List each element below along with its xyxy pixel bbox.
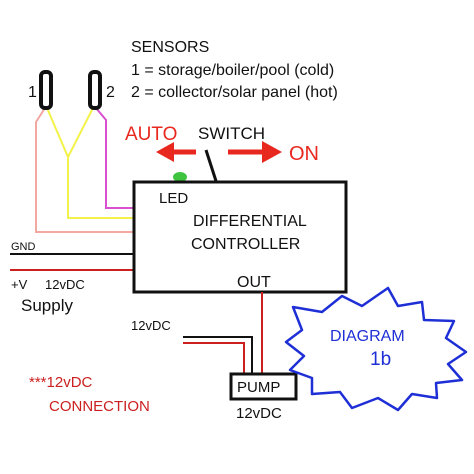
diagram-badge-burst [284,286,468,412]
note-line2: CONNECTION [49,398,150,415]
sensor1-pink-wire [35,107,134,233]
controller-title-line1: DIFFERENTIAL [193,213,307,230]
pump-wires [183,292,263,374]
led-label: LED [159,190,188,207]
on-label: ON [289,143,319,165]
pump-label: PUMP [237,379,280,396]
auto-label: AUTO [125,124,177,145]
sensor1-probe [39,70,53,110]
led-indicator [173,172,187,182]
pump-supply-black-wire [183,336,253,374]
sensor2-yellow-wire [67,107,94,158]
gnd-label: GND [11,241,36,253]
note-line1: ***12vDC [29,374,93,391]
pump-box [229,372,298,401]
pump-output-label: 12vDC [236,405,282,422]
sensors-line2: 2 = collector/solar panel (hot) [131,84,338,101]
auto-arrow-icon [156,142,196,162]
pump-input-label: 12vDC [131,318,171,333]
on-arrow-icon [228,141,282,163]
sensor2-label: 2 [106,84,115,101]
out-label: OUT [237,274,271,291]
diagram-badge-line1: DIAGRAM [330,328,405,345]
sensors-line1: 1 = storage/boiler/pool (cold) [131,62,334,79]
sensor2-magenta-wire [95,107,134,209]
sensors-title: SENSORS [131,39,209,56]
supply-v-label: +V [11,277,28,292]
sensor1-label: 1 [28,84,37,101]
switch-label: SWITCH [198,124,265,143]
differential-controller-box [132,180,348,294]
supply-voltage-label: 12vDC [45,277,85,292]
controller-title-line2: CONTROLLER [191,236,300,253]
sensor2-probe [88,70,102,110]
diagram-badge-line2: 1b [370,349,391,370]
supply-label: Supply [21,296,73,315]
pump-return-red-wire [183,342,245,374]
sensor-wires [35,107,134,233]
sensor1-yellow-wire [46,107,134,219]
switch-lever[interactable] [204,149,218,182]
